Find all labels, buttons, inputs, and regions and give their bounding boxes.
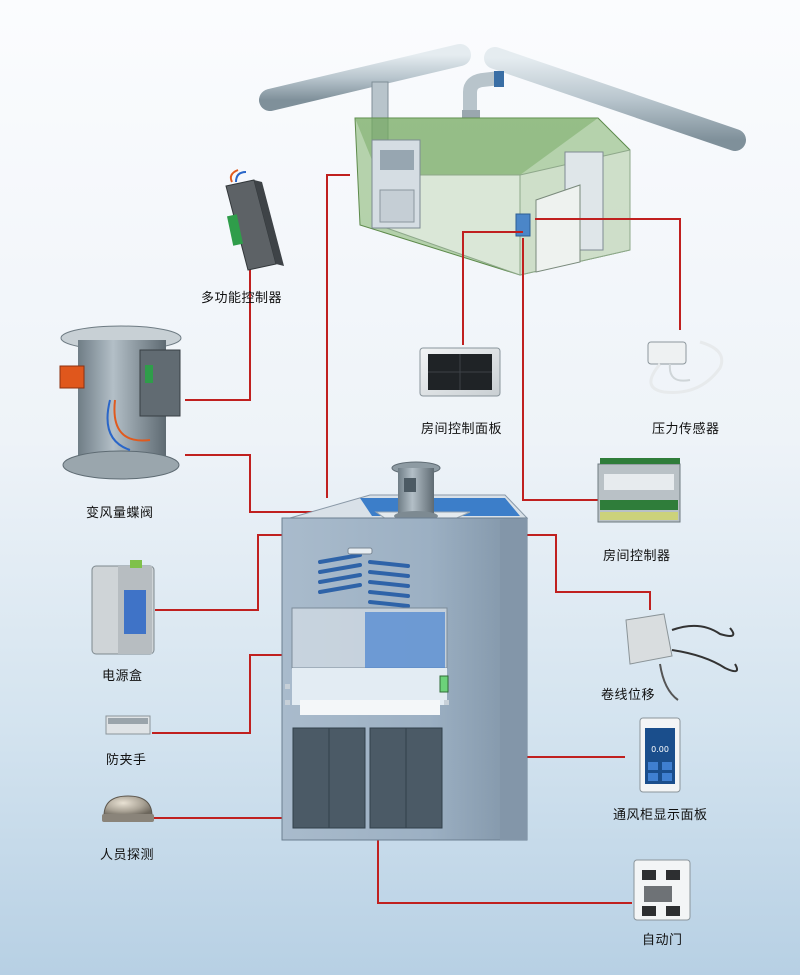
label-power-box: 电源盒 <box>102 669 143 684</box>
line-pressure-sensor <box>535 218 681 330</box>
line-roll-displacement <box>527 534 651 610</box>
line-anti-pinch <box>152 654 292 734</box>
display-reading: 0.00 <box>651 745 669 754</box>
exhaust-pipes <box>259 44 746 151</box>
label-hood-display-panel: 通风柜显示面板 <box>613 808 708 823</box>
lab-room-illustration <box>259 44 746 276</box>
hood-vents <box>318 553 410 608</box>
room-control-panel-device <box>419 347 501 397</box>
hood-display-panel-device: 0.00 <box>639 717 681 793</box>
label-auto-door: 自动门 <box>642 933 683 948</box>
variable-air-valve-device <box>59 325 182 480</box>
line-room-control-panel <box>462 231 523 345</box>
line-room-to-hood <box>326 174 350 498</box>
line-room-controller <box>522 238 600 501</box>
label-pressure-sensor: 压力传感器 <box>652 422 720 437</box>
power-box-device <box>91 560 155 655</box>
anti-pinch-device <box>105 715 151 735</box>
label-roll-displacement: 卷线位移 <box>601 688 656 703</box>
label-person-detection: 人员探测 <box>100 848 155 863</box>
label-room-controller: 房间控制器 <box>603 549 671 564</box>
label-anti-pinch: 防夹手 <box>106 753 147 768</box>
line-multi-controller <box>185 256 272 401</box>
room-controller-device <box>597 458 681 523</box>
label-room-control-panel: 房间控制面板 <box>421 422 503 437</box>
roll-displacement-device <box>625 613 738 701</box>
label-variable-air-valve: 变风量蝶阀 <box>86 506 154 521</box>
multi-function-controller-device <box>225 169 284 271</box>
line-power-box <box>155 534 290 611</box>
auto-door-device <box>633 859 691 921</box>
pressure-sensor-device <box>647 340 724 394</box>
label-multi-function-controller: 多功能控制器 <box>201 291 283 306</box>
fume-hood-illustration <box>281 461 529 841</box>
person-detection-device <box>102 795 154 822</box>
